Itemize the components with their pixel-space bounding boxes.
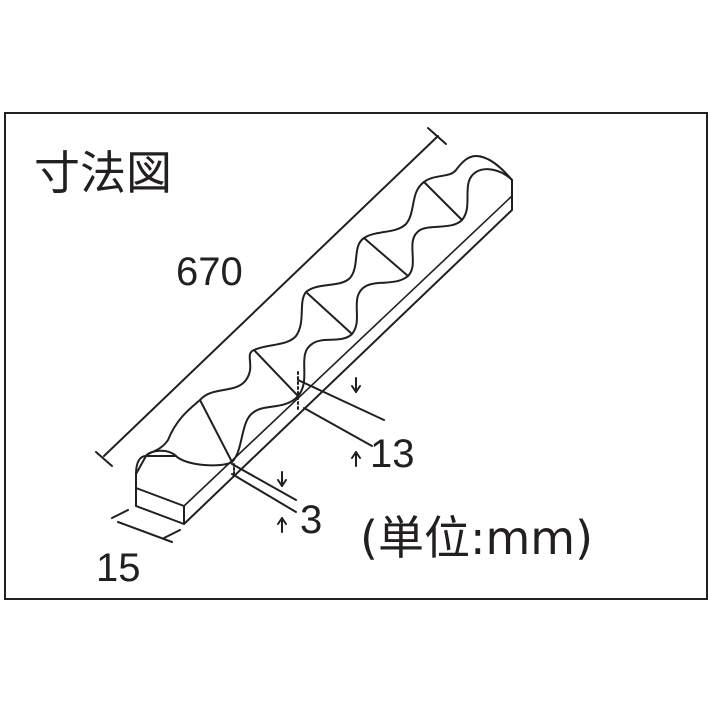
dim-line-13-a — [297, 379, 385, 421]
bar-bottom-edge — [183, 195, 513, 507]
bar-front-face — [135, 179, 513, 525]
dim-line-3-a — [231, 463, 297, 501]
dim-ext-15-a — [111, 509, 129, 519]
dim-line-13-b — [303, 407, 373, 447]
crest-line-3 — [253, 349, 299, 397]
arrow-3-down-head — [277, 479, 287, 487]
bar-rear-wave — [145, 155, 513, 457]
arrow-13-down-head — [351, 385, 361, 393]
crest-line-5 — [363, 237, 409, 277]
dim-label-shallow: 3 — [300, 498, 323, 542]
dim-tick-670-b — [427, 127, 447, 145]
bar-back-edge — [135, 455, 147, 475]
unit-note: (単位:mm) — [360, 511, 594, 565]
drawing-frame — [4, 112, 708, 600]
dim-label-deep: 13 — [370, 432, 415, 476]
arrow-3-up-head — [277, 517, 287, 525]
crest-line-2 — [199, 399, 233, 463]
drawing-title: 寸法図 — [34, 146, 172, 200]
arrow-13-up-head — [351, 451, 361, 459]
bar-front-edge — [135, 487, 185, 525]
dim-line-3-b — [231, 473, 297, 513]
crest-line-6 — [423, 181, 463, 221]
dim-line-15 — [117, 521, 173, 543]
dim-label-width: 15 — [96, 546, 141, 590]
bar-back-profile — [135, 455, 147, 475]
dim-label-length: 670 — [176, 250, 243, 294]
dim-ext-15-b — [163, 529, 181, 539]
dim-tick-670-a — [95, 451, 113, 467]
dim-line-670 — [103, 135, 439, 457]
crest-line-4 — [305, 291, 353, 335]
